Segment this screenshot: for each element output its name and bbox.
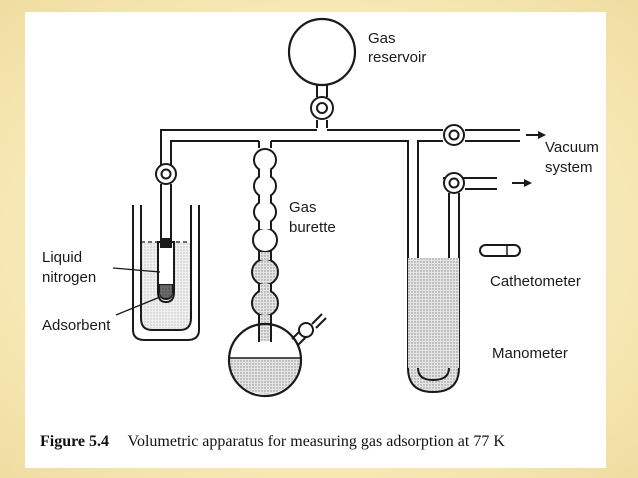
figure-panel	[25, 12, 606, 468]
sample-stopcock	[155, 163, 177, 240]
label-vacuum-1: Vacuum	[545, 139, 599, 156]
figure-caption: Figure 5.4 Volumetric apparatus for meas…	[40, 433, 505, 450]
cathetometer-icon	[479, 244, 521, 257]
leader-lines	[112, 267, 161, 316]
label-gas-reservoir-1: Gas	[368, 30, 396, 47]
label-adsorbent: Adsorbent	[42, 317, 111, 334]
mercury-reservoir-flask	[227, 313, 327, 398]
main-manifold	[160, 129, 520, 368]
caption-text: Volumetric apparatus for measuring gas a…	[127, 433, 505, 450]
gas-reservoir-bulb	[287, 17, 357, 128]
gas-burette	[251, 148, 279, 342]
label-cathetometer: Cathetometer	[490, 273, 581, 290]
vacuum-arrow	[526, 131, 546, 139]
sample-tube	[157, 238, 175, 304]
reservoir-stopcock	[310, 96, 334, 120]
vacuum-stopcock	[443, 124, 465, 146]
label-liquid-nitrogen-2: nitrogen	[42, 269, 96, 286]
manometer-vacuum-line	[443, 172, 532, 194]
label-manometer: Manometer	[492, 345, 568, 362]
label-gas-burette-1: Gas	[289, 199, 317, 216]
label-gas-burette-2: burette	[289, 219, 336, 236]
label-gas-reservoir-2: reservoir	[368, 49, 426, 66]
caption-number: Figure 5.4	[40, 433, 109, 450]
label-vacuum-2: system	[545, 159, 593, 176]
label-liquid-nitrogen-1: Liquid	[42, 249, 82, 266]
manometer-u-tube	[407, 193, 460, 394]
